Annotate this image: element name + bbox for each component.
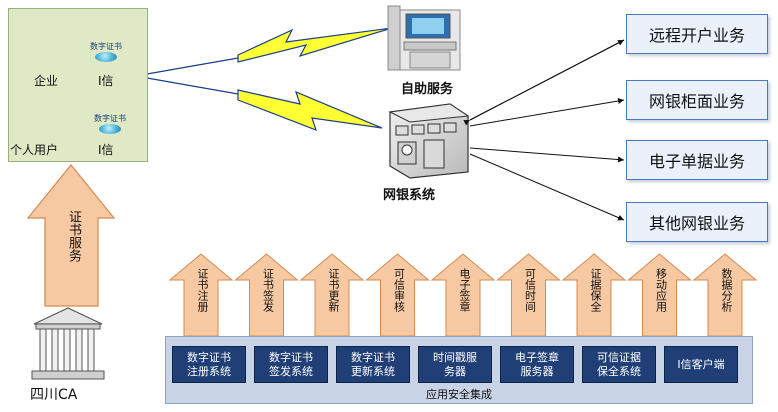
- app-label-4: 可信审核: [392, 268, 406, 312]
- cert-service-label: 证书服务: [66, 210, 81, 262]
- connector-line-top: [146, 57, 239, 75]
- component-text: 数字证书 注册系统: [187, 350, 231, 378]
- ca-label: 四川CA: [30, 387, 78, 403]
- arrow-to-service-4: [469, 153, 625, 221]
- component-box-6: 可信证据 保全系统: [582, 346, 656, 383]
- app-arrow-5: [430, 253, 496, 337]
- app-arrow-7: [561, 253, 627, 337]
- app-label-7: 证据保全: [589, 268, 602, 312]
- personal-user-label: 个人用户: [10, 143, 59, 157]
- component-text: I信客户端: [677, 357, 725, 371]
- app-label-3: 证书更新: [327, 268, 340, 312]
- component-box-2: 数字证书 签发系统: [254, 346, 328, 383]
- app-arrow-1: [168, 253, 234, 337]
- arrow-to-service-2: [469, 98, 625, 127]
- service-box-counter: 网银柜面业务: [626, 80, 768, 120]
- service-box-e-document: 电子单据业务: [626, 140, 768, 180]
- app-arrows-group: [168, 253, 758, 337]
- cert-card-label: 数字证书: [90, 42, 122, 51]
- bank-system-icon: [388, 103, 470, 179]
- app-label-8: 移动应用: [654, 268, 668, 312]
- component-text: 数字证书 签发系统: [269, 350, 313, 378]
- cert-card-label: 数字证书: [94, 114, 126, 123]
- component-box-5: 电子签章 服务器: [500, 346, 574, 383]
- cert-service-arrow: [26, 164, 116, 307]
- enterprise-label: 企业: [34, 74, 59, 88]
- app-arrow-8: [627, 253, 692, 337]
- bank-system-label: 网银系统: [383, 188, 436, 203]
- lightning-bolt-bank-system: [237, 89, 383, 132]
- arrow-to-service-3: [469, 147, 625, 163]
- connector-line-bottom: [146, 77, 239, 95]
- app-arrow-2: [234, 253, 299, 337]
- cert-card-enterprise: 数字证书: [82, 42, 130, 62]
- arrow-from-service-1: [463, 39, 625, 126]
- app-arrow-9: [692, 253, 758, 337]
- service-box-remote-account: 远程开户业务: [626, 14, 768, 54]
- component-text: 数字证书 更新系统: [351, 350, 395, 378]
- kiosk-icon: [387, 5, 461, 71]
- self-service-label: 自助服务: [401, 82, 454, 97]
- component-text: 可信证据 保全系统: [597, 350, 641, 378]
- component-text: 电子签章 服务器: [515, 350, 559, 378]
- component-text: 时间戳服 务器: [433, 350, 477, 378]
- ca-building-icon: [31, 307, 105, 380]
- component-box-7: I信客户端: [664, 346, 738, 383]
- component-box-4: 时间戳服 务器: [418, 346, 492, 383]
- app-arrow-4: [365, 253, 430, 337]
- app-label-6: 可信时间: [523, 268, 537, 312]
- component-box-3: 数字证书 更新系统: [336, 346, 410, 383]
- component-box-1: 数字证书 注册系统: [172, 346, 246, 383]
- lightning-bolt-self-service: [237, 27, 393, 63]
- app-arrow-6: [496, 253, 561, 337]
- service-box-other: 其他网银业务: [626, 202, 768, 242]
- cert-card-personal: 数字证书: [86, 114, 134, 134]
- app-label-2: 证书签发: [261, 268, 275, 312]
- app-label-5: 电子签章: [458, 268, 471, 312]
- integration-label: 应用安全集成: [426, 388, 492, 401]
- client-panel: [8, 8, 148, 162]
- app-label-1: 证书注册: [196, 268, 209, 312]
- app-arrow-3: [299, 253, 365, 337]
- app-label-9: 数据分析: [720, 268, 733, 312]
- usb-key-icon: [95, 52, 117, 62]
- ishield-label-personal: I信: [98, 143, 114, 157]
- usb-key-icon: [99, 124, 121, 134]
- ishield-label-enterprise: I信: [98, 74, 114, 88]
